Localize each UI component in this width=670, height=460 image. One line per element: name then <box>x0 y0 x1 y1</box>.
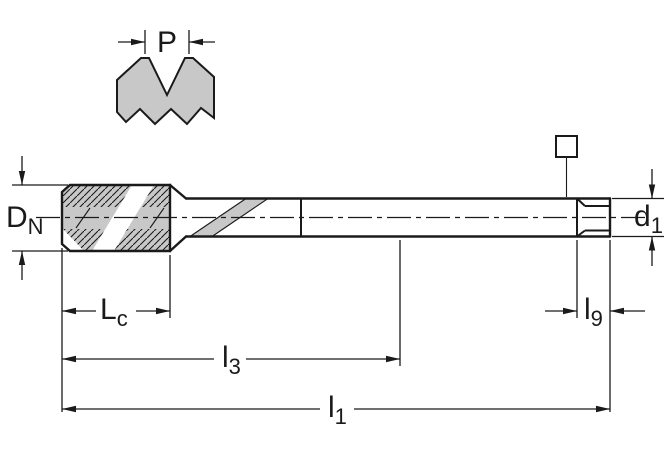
dim-label-lc: Lc <box>100 293 128 331</box>
square-chamfer <box>576 229 586 238</box>
dimension-lc: Lc <box>62 255 171 331</box>
dim-label-p: P <box>157 26 177 59</box>
dimension-l3: l3 <box>62 240 401 379</box>
dimension-d1: d1 <box>612 169 664 266</box>
dim-label-l1: l1 <box>328 391 347 429</box>
dimension-l9: l9 <box>545 240 645 331</box>
dim-label-dn: DN <box>6 201 44 239</box>
dim-label-l9: l9 <box>584 293 603 331</box>
dim-label-l3: l3 <box>222 341 241 379</box>
flute-runout <box>190 198 268 237</box>
tap-body <box>60 135 612 253</box>
flute-runout-edge <box>189 198 247 237</box>
pitch-dimension: P <box>118 26 215 59</box>
flute-stripe <box>62 228 84 251</box>
transition-edge <box>168 235 188 253</box>
thread-profile-detail: P <box>116 26 215 126</box>
dim-label-d1: d1 <box>634 200 663 238</box>
square-drive-end <box>555 135 610 238</box>
shank <box>184 197 612 238</box>
square-section-symbol <box>555 135 578 158</box>
dimension-l1: l1 <box>62 391 610 429</box>
transition-edge <box>168 183 188 200</box>
square-chamfer <box>576 197 586 207</box>
dimension-dn: DN <box>6 156 68 280</box>
thread-profile-shape <box>116 57 215 126</box>
